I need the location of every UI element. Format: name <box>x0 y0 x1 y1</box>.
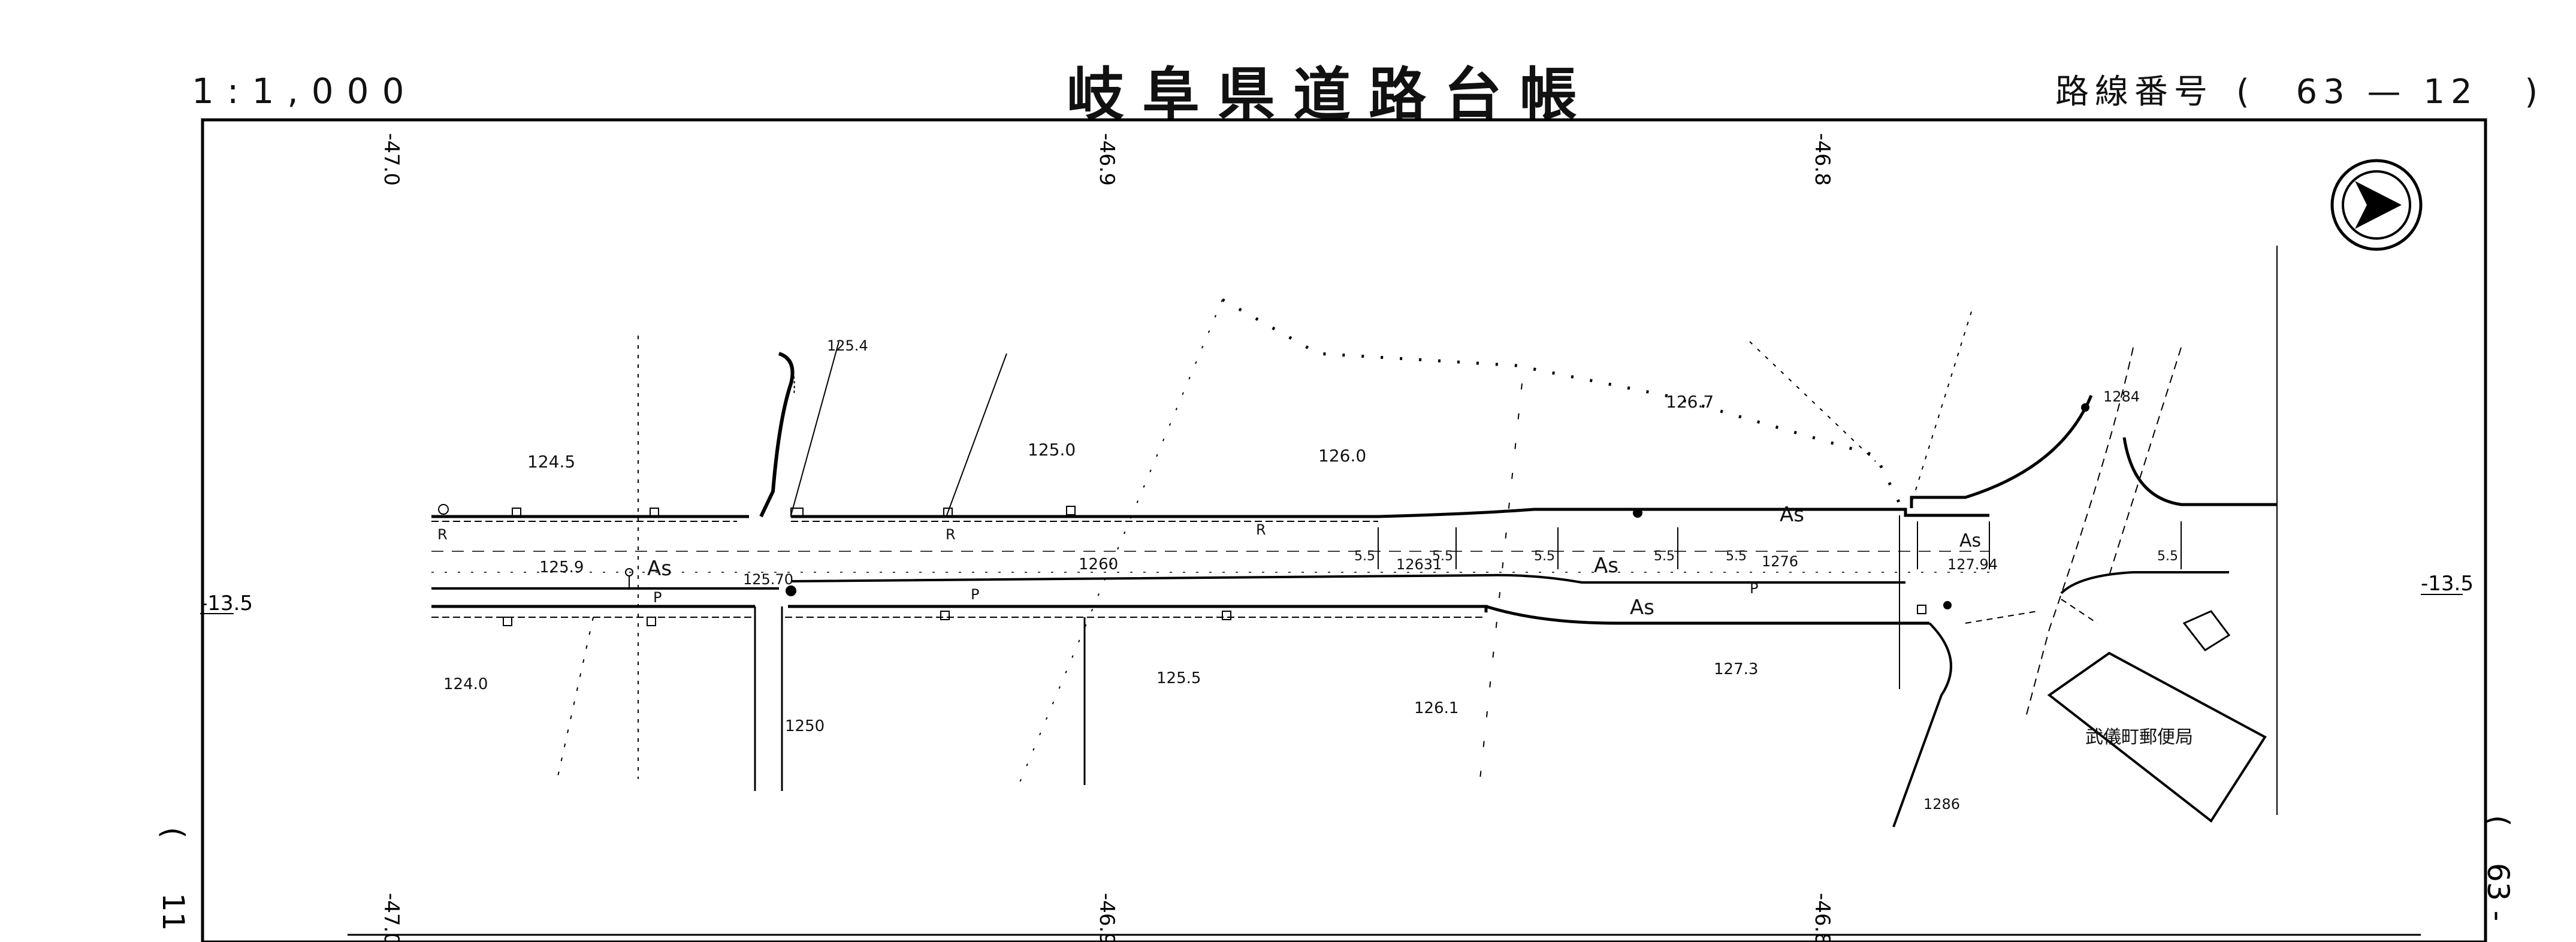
parking-label: P <box>971 586 979 603</box>
elevation-label: 124.0 <box>443 675 488 693</box>
rail-label: R <box>946 526 956 543</box>
svg-text:-46.9: -46.9 <box>1095 133 1119 186</box>
elevation-label: 125.9 <box>539 558 584 576</box>
svg-text:63 -: 63 - <box>2481 863 2515 922</box>
road-width-label: 5.5 <box>2157 549 2178 564</box>
road-outline <box>431 246 2278 828</box>
road-width-label: 5.5 <box>1534 549 1555 564</box>
post-office-building <box>2047 610 2267 823</box>
elevation-label: 127.3 <box>1714 660 1758 678</box>
road-width-label: 5.5 <box>1654 549 1675 564</box>
road-width-label: 5.5 <box>1432 549 1453 564</box>
pavement-label: As <box>647 557 672 581</box>
map-title: 岐阜県道路台帳 <box>1067 61 1595 128</box>
right-margin-sheet: 63 - <box>2481 863 2515 922</box>
road-width-label: 5.5 <box>1354 549 1375 564</box>
route-number: 路線番号 ( 63 — 12 ) <box>2055 65 2544 113</box>
elevation-label: 125.5 <box>1156 669 1201 687</box>
route-label: 路線番号 <box>2055 73 2213 111</box>
pavement-label: As <box>1780 503 1804 527</box>
grid-tick-top-468: -46.8 <box>1810 133 1834 186</box>
left-margin-sheet: 11 <box>156 893 191 931</box>
elevation-label: 1250 <box>785 717 825 735</box>
map-frame <box>201 118 2487 942</box>
grid-tick-top-470: -47.0 <box>379 133 403 186</box>
svg-text:-46.9: -46.9 <box>1095 893 1119 942</box>
svg-text:(: ( <box>156 827 191 839</box>
grid-tick-top-469: -46.9 <box>1095 133 1119 186</box>
svg-text:-47.0: -47.0 <box>379 133 403 186</box>
parcel-lines <box>557 298 1972 786</box>
elevation-label: 1260 <box>1079 555 1118 573</box>
pavement-label: As <box>1630 596 1654 620</box>
grid-tick-right: -13.5 <box>2421 572 2474 596</box>
route-open-paren: ( <box>2236 73 2255 111</box>
parking-label: P <box>653 589 662 606</box>
elevation-label: 125.0 <box>1028 440 1076 460</box>
elevation-label: 1276 <box>1762 553 1798 570</box>
road-width-marks <box>1378 521 2182 569</box>
north-arrow-icon <box>2330 159 2423 251</box>
rail-label: R <box>1256 521 1266 538</box>
road-width-label: 5.5 <box>1726 549 1747 564</box>
map-scale: 1:1,000 <box>192 71 418 111</box>
svg-text:(: ( <box>2481 815 2515 827</box>
rail-label: R <box>437 526 448 543</box>
utility-symbols <box>438 403 2089 626</box>
grid-tick-left: -13.5 <box>200 591 253 615</box>
grid-tick-bottom-468: -46.8 <box>1810 893 1834 942</box>
elevation-label: 127.94 <box>1947 556 1998 573</box>
elevation-label: 125.4 <box>827 337 868 354</box>
pavement-label: As <box>1594 554 1618 578</box>
elevation-label: 1286 <box>1923 796 1960 813</box>
elevation-label: 126.0 <box>1318 446 1366 466</box>
elevation-label: 12631 <box>1396 556 1442 573</box>
svg-text:-46.8: -46.8 <box>1810 133 1834 186</box>
right-margin-paren: ( <box>2481 815 2515 827</box>
svg-text:11: 11 <box>156 893 191 931</box>
elevation-label: 124.5 <box>527 452 575 472</box>
parking-label: P <box>1750 580 1758 597</box>
elevation-label: 1284 <box>2103 388 2140 405</box>
grid-tick-bottom-470: -47.0 <box>379 893 403 942</box>
svg-text:-46.8: -46.8 <box>1810 893 1834 942</box>
route-number-value: 63 — 12 <box>2296 73 2478 111</box>
elevation-label: 126.1 <box>1414 699 1458 717</box>
elevation-label: 126.7 <box>1666 392 1714 412</box>
pavement-label: As <box>1959 530 1981 551</box>
svg-text:-47.0: -47.0 <box>379 893 403 942</box>
route-close-paren: ) <box>2524 73 2544 111</box>
left-margin-paren: ( <box>156 827 191 839</box>
elevation-label: 125.70 <box>743 571 793 588</box>
post-office-label: 武儀町郵便局 <box>2085 727 2193 748</box>
grid-tick-bottom-469: -46.9 <box>1095 893 1119 942</box>
